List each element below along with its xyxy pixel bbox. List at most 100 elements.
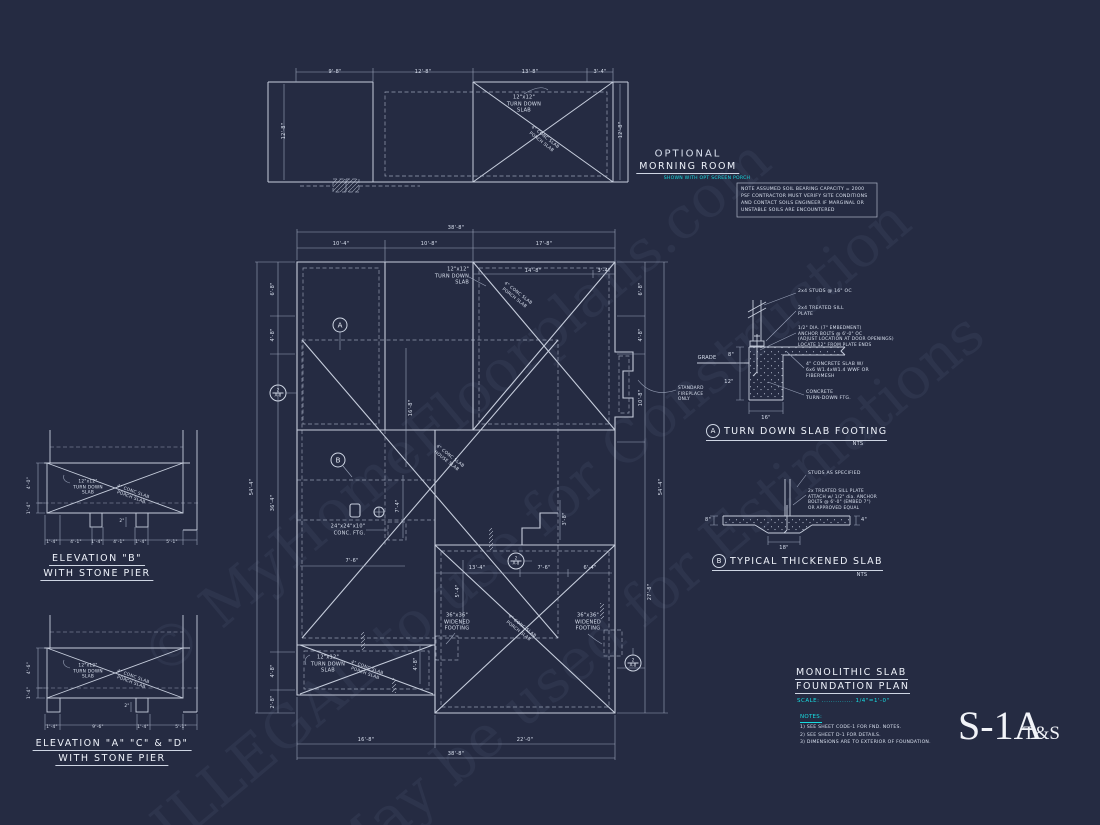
- elev-b-dim-bottom-2: 4'-1": [70, 540, 82, 546]
- plan-turn-down-label-bl: 12"x12" TURN DOWN SLAB: [310, 654, 346, 674]
- dim-porch-1: 14'-8": [524, 267, 542, 274]
- section-callout-1-bottom: A-8: [272, 392, 284, 398]
- sheet-number-suffix: T&S: [1023, 723, 1060, 744]
- elev-acd-dim-left-2: 1'-4": [27, 686, 33, 700]
- dim-plan-bottom-1: 16'-8": [357, 736, 375, 743]
- elev-acd-slab-label: 12"x12" TURN DOWN SLAB: [73, 663, 103, 680]
- mr-title-morning-room: MORNING ROOM: [636, 161, 740, 174]
- detail-b-dim-8: 8": [705, 516, 711, 523]
- dim-mr-top-3: 13'-8": [521, 68, 539, 75]
- mr-title-optional: OPTIONAL: [654, 148, 722, 160]
- section-callout-3-top: 2: [631, 657, 635, 663]
- elev-b-dim-left-1: 4'-0": [27, 476, 33, 490]
- elev-acd-dim-bottom-4: 5'-1": [175, 725, 187, 731]
- detail-b-note-sill: 2x TREATED SILL PLATE ATTACH w/ 1/2" dia…: [808, 489, 878, 511]
- dim-plan-right-4: 27'-8": [646, 583, 653, 601]
- plan-notes-heading: NOTES:: [800, 714, 823, 724]
- elev-b-slab-label: 12"x12" TURN DOWN SLAB: [73, 479, 103, 496]
- detail-b-scale: NTS: [856, 571, 868, 578]
- detail-a-note-bolts: 1/2" DIA. (7" EMBEDMENT) ANCHOR BOLTS @ …: [798, 326, 894, 348]
- sheet-number: S-1A: [958, 703, 1043, 748]
- elev-acd-dim-bottom-1: 1'-4": [46, 725, 58, 731]
- elev-b-dim-bottom-1: 1'-4": [46, 540, 58, 546]
- plan-turn-down-label-tr: 12"x12" TURN DOWN SLAB: [434, 266, 470, 286]
- detail-a-dim-16: 16": [761, 414, 771, 421]
- dim-mr-top-2: 12'-8": [414, 68, 432, 75]
- dim-int-4: 6'-4": [583, 564, 597, 571]
- soil-bearing-note: NOTE ASSUMED SOIL BEARING CAPACITY = 200…: [741, 187, 868, 214]
- plan-scale: SCALE: .............. 1/4"=1'-0": [797, 698, 890, 704]
- dim-plan-left-4: 4'-8": [269, 664, 276, 678]
- detail-a-note-ftg: CONCRETE TURN-DOWN FTG.: [806, 390, 851, 401]
- plan-title-line2: FOUNDATION PLAN: [795, 681, 911, 694]
- dim-mr-left: 12'-8": [280, 122, 287, 140]
- elev-b-title-line1: ELEVATION "B": [49, 553, 145, 566]
- dim-plan-top-1: 10'-4": [332, 240, 350, 247]
- dim-plan-left-5: 2'-8": [269, 695, 276, 709]
- dim-int-8: 3'-8": [561, 512, 568, 526]
- dim-plan-right-2: 4'-8": [637, 328, 644, 342]
- dim-int-6: 7'-4": [394, 499, 401, 513]
- section-callout-1-top: 2: [276, 387, 280, 393]
- dim-int-9: 4'-8": [412, 657, 419, 671]
- elev-b-dim-bottom-5: 1'-4": [135, 540, 147, 546]
- elev-b-dim-bottom-3: 1'-4": [91, 540, 103, 546]
- dim-plan-top-2: 10'-8": [420, 240, 438, 247]
- elev-acd-title-line1: ELEVATION "A" "C" & "D": [32, 738, 192, 751]
- dim-mr-top-4: 3'-4": [593, 68, 607, 75]
- dim-plan-right-overall: 54'-4": [657, 478, 664, 496]
- dim-plan-left-overall: 54'-4": [248, 478, 255, 496]
- elev-acd-title-line2: WITH STONE PIER: [55, 753, 169, 766]
- detail-callout-a: A: [332, 317, 348, 333]
- dim-plan-right-3: 10'-8": [637, 389, 644, 407]
- detail-b-dim-4: 4": [861, 516, 867, 523]
- dim-plan-left-3: 36'-4": [269, 494, 276, 512]
- dim-plan-left-1: 6'-8": [269, 282, 276, 296]
- elev-b-pier-dim: 2": [119, 519, 125, 525]
- detail-b-marker: B: [712, 554, 726, 568]
- mr-subtitle: SHOWN WITH OPT SCREEN PORCH: [663, 176, 751, 182]
- dim-int-2: 13'-4": [468, 564, 486, 571]
- detail-callout-a-letter: A: [337, 321, 343, 329]
- dim-plan-bottom-overall: 38'-8": [447, 750, 465, 757]
- dim-plan-bottom-2: 22'-0": [516, 736, 534, 743]
- elev-acd-pier-dim: 2": [124, 704, 130, 710]
- detail-a-title: A TURN DOWN SLAB FOOTING: [706, 424, 888, 441]
- dim-plan-top-3: 17'-8": [535, 240, 553, 247]
- plan-conc-ftg-label: 24"x24"x10" CONC. FTG.: [330, 523, 366, 537]
- dim-plan-right-1: 6'-8": [637, 282, 644, 296]
- detail-b-title-text: TYPICAL THICKENED SLAB: [730, 555, 883, 567]
- elev-b-dim-bottom-4: 4'-1": [113, 540, 125, 546]
- plan-title-line1: MONOLITHIC SLAB: [795, 667, 908, 680]
- section-callout-2-bottom: A-8: [510, 560, 522, 566]
- detail-a-marker-letter: A: [710, 427, 716, 435]
- elev-acd-dim-bottom-2: 9'-6": [92, 725, 104, 731]
- plan-widened-footing-label-1: 36"x36" WIDENED FOOTING: [444, 612, 470, 632]
- dim-int-7: 5'-4": [454, 584, 461, 598]
- detail-a-marker: A: [706, 424, 720, 438]
- plan-notes-list: 1) SEE SHEET CODE-1 FOR FND. NOTES. 2) S…: [800, 725, 931, 746]
- section-callout-2-top: 2: [514, 555, 518, 561]
- detail-b-dim-18: 18": [779, 544, 789, 551]
- detail-b-title: B TYPICAL THICKENED SLAB: [712, 554, 883, 571]
- mr-turn-down-slab-label: 12"x12" TURN DOWN SLAB: [506, 94, 542, 114]
- dim-mr-top-1: 9'-8": [328, 68, 342, 75]
- dim-mr-right: 12'-8": [617, 121, 624, 139]
- elev-b-title-line2: WITH STONE PIER: [40, 568, 154, 581]
- dim-plan-left-2: 4'-8": [269, 328, 276, 342]
- elev-b-dim-left-2: 1'-4": [27, 501, 33, 515]
- dim-int-1: 7'-6": [345, 557, 359, 564]
- detail-a-dim-12: 12": [724, 378, 734, 385]
- section-callout-3-bottom: A-8: [627, 662, 639, 668]
- detail-a-grade-label: GRADE: [697, 354, 717, 361]
- dim-plan-top-overall: 38'-8": [447, 224, 465, 231]
- dim-porch-2: 3'-4": [597, 267, 611, 274]
- elev-b-dim-bottom-6: 5'-1": [166, 540, 178, 546]
- plan-fireplace-label: STANDARD FIREPLACE ONLY: [678, 386, 704, 403]
- detail-a-dim-8: 8": [728, 351, 734, 358]
